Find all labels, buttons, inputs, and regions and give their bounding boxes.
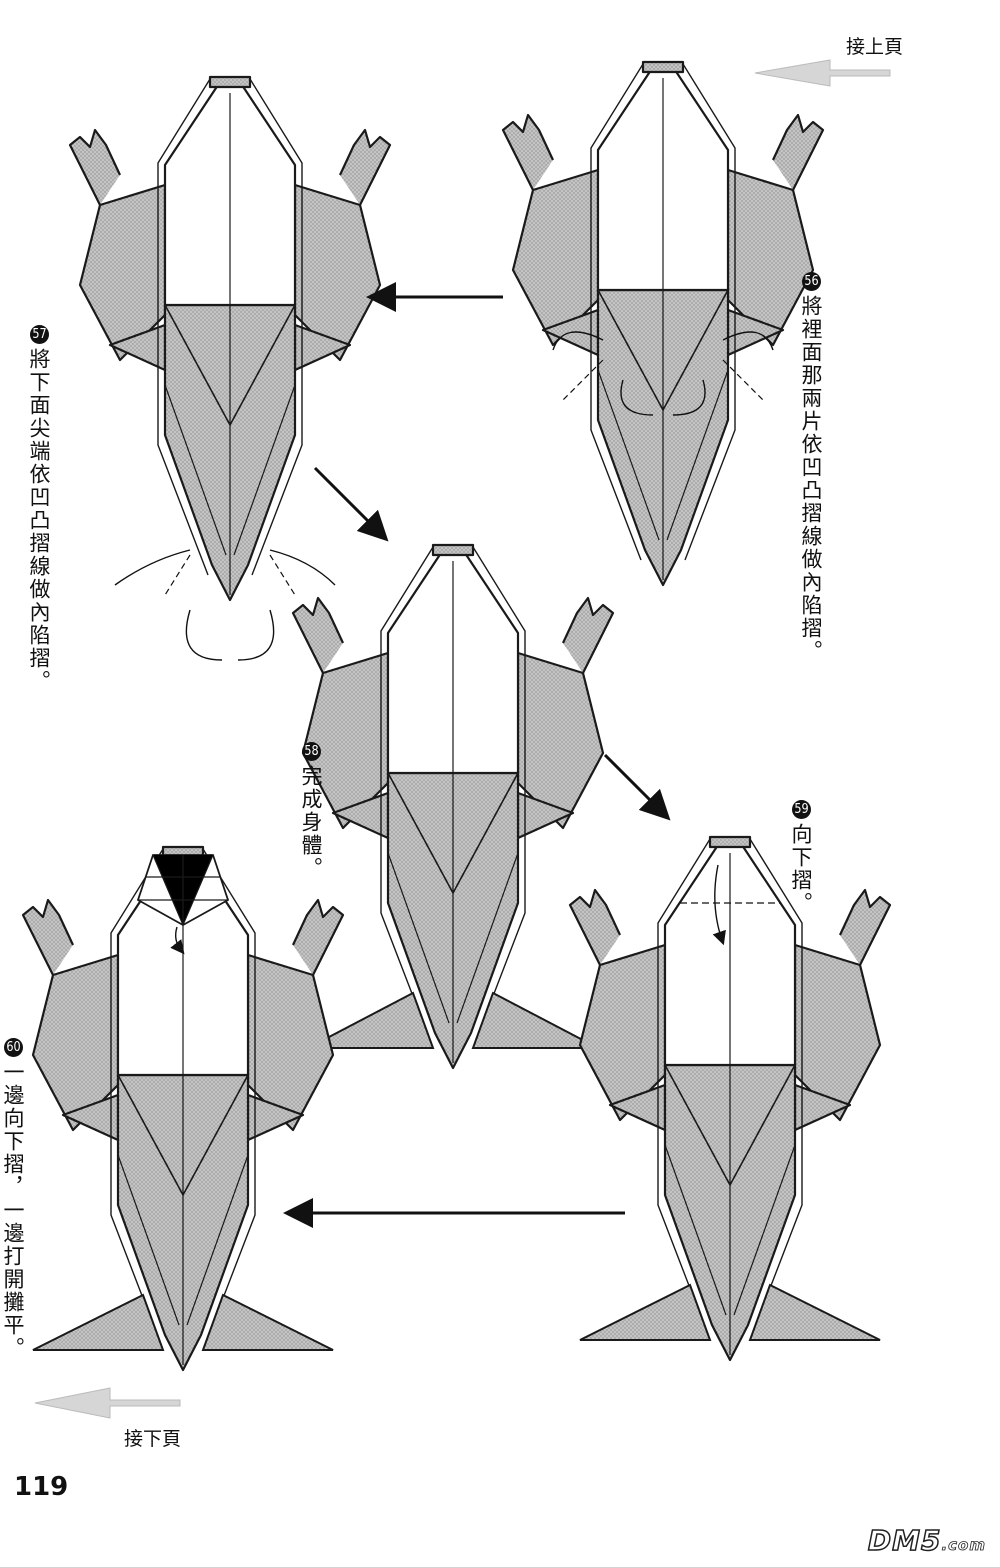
step-56-text: 將裡面那兩片依凹凸摺線做內陷摺。: [799, 295, 823, 663]
watermark-suffix: .com: [941, 1536, 986, 1555]
step-59-caption: 59 向下摺。: [789, 800, 813, 915]
step-58-text: 完成身體。: [299, 765, 323, 880]
next-page-label: 接下頁: [124, 1428, 182, 1450]
step-60-caption: 60 一邊向下摺，一邊打開攤平。: [1, 1038, 25, 1360]
step-59-number: 59: [792, 800, 811, 819]
step-58-number: 58: [302, 742, 321, 761]
sequence-arrow-57-58: [313, 466, 389, 542]
prev-page-arrow-icon: [754, 59, 891, 87]
step-56-caption: 56 將裡面那兩片依凹凸摺線做內陷摺。: [799, 272, 823, 663]
step-59-text: 向下摺。: [789, 823, 813, 915]
page-number: 119: [14, 1472, 69, 1502]
step-56-figure: [501, 60, 825, 587]
step-60-figure: [21, 845, 345, 1372]
sequence-arrow-58-59: [603, 753, 671, 821]
step-57-figure: [68, 75, 392, 661]
step-57-text: 將下面尖端依凹凸摺線做內陷摺。: [27, 348, 51, 693]
step-56-number: 56: [802, 272, 821, 291]
next-page-arrow-icon: [34, 1387, 181, 1419]
step-57-caption: 57 將下面尖端依凹凸摺線做內陷摺。: [27, 325, 51, 693]
prev-page-label: 接上頁: [846, 36, 904, 58]
step-58-figure: [291, 543, 615, 1070]
watermark-logo: DM5.com: [867, 1523, 986, 1558]
step-60-text: 一邊向下摺，一邊打開攤平。: [1, 1061, 25, 1360]
step-58-caption: 58 完成身體。: [299, 742, 323, 880]
step-59-figure: [568, 835, 892, 1362]
step-60-number: 60: [4, 1038, 23, 1057]
step-57-number: 57: [30, 325, 49, 344]
watermark-text: DM5: [867, 1523, 942, 1558]
